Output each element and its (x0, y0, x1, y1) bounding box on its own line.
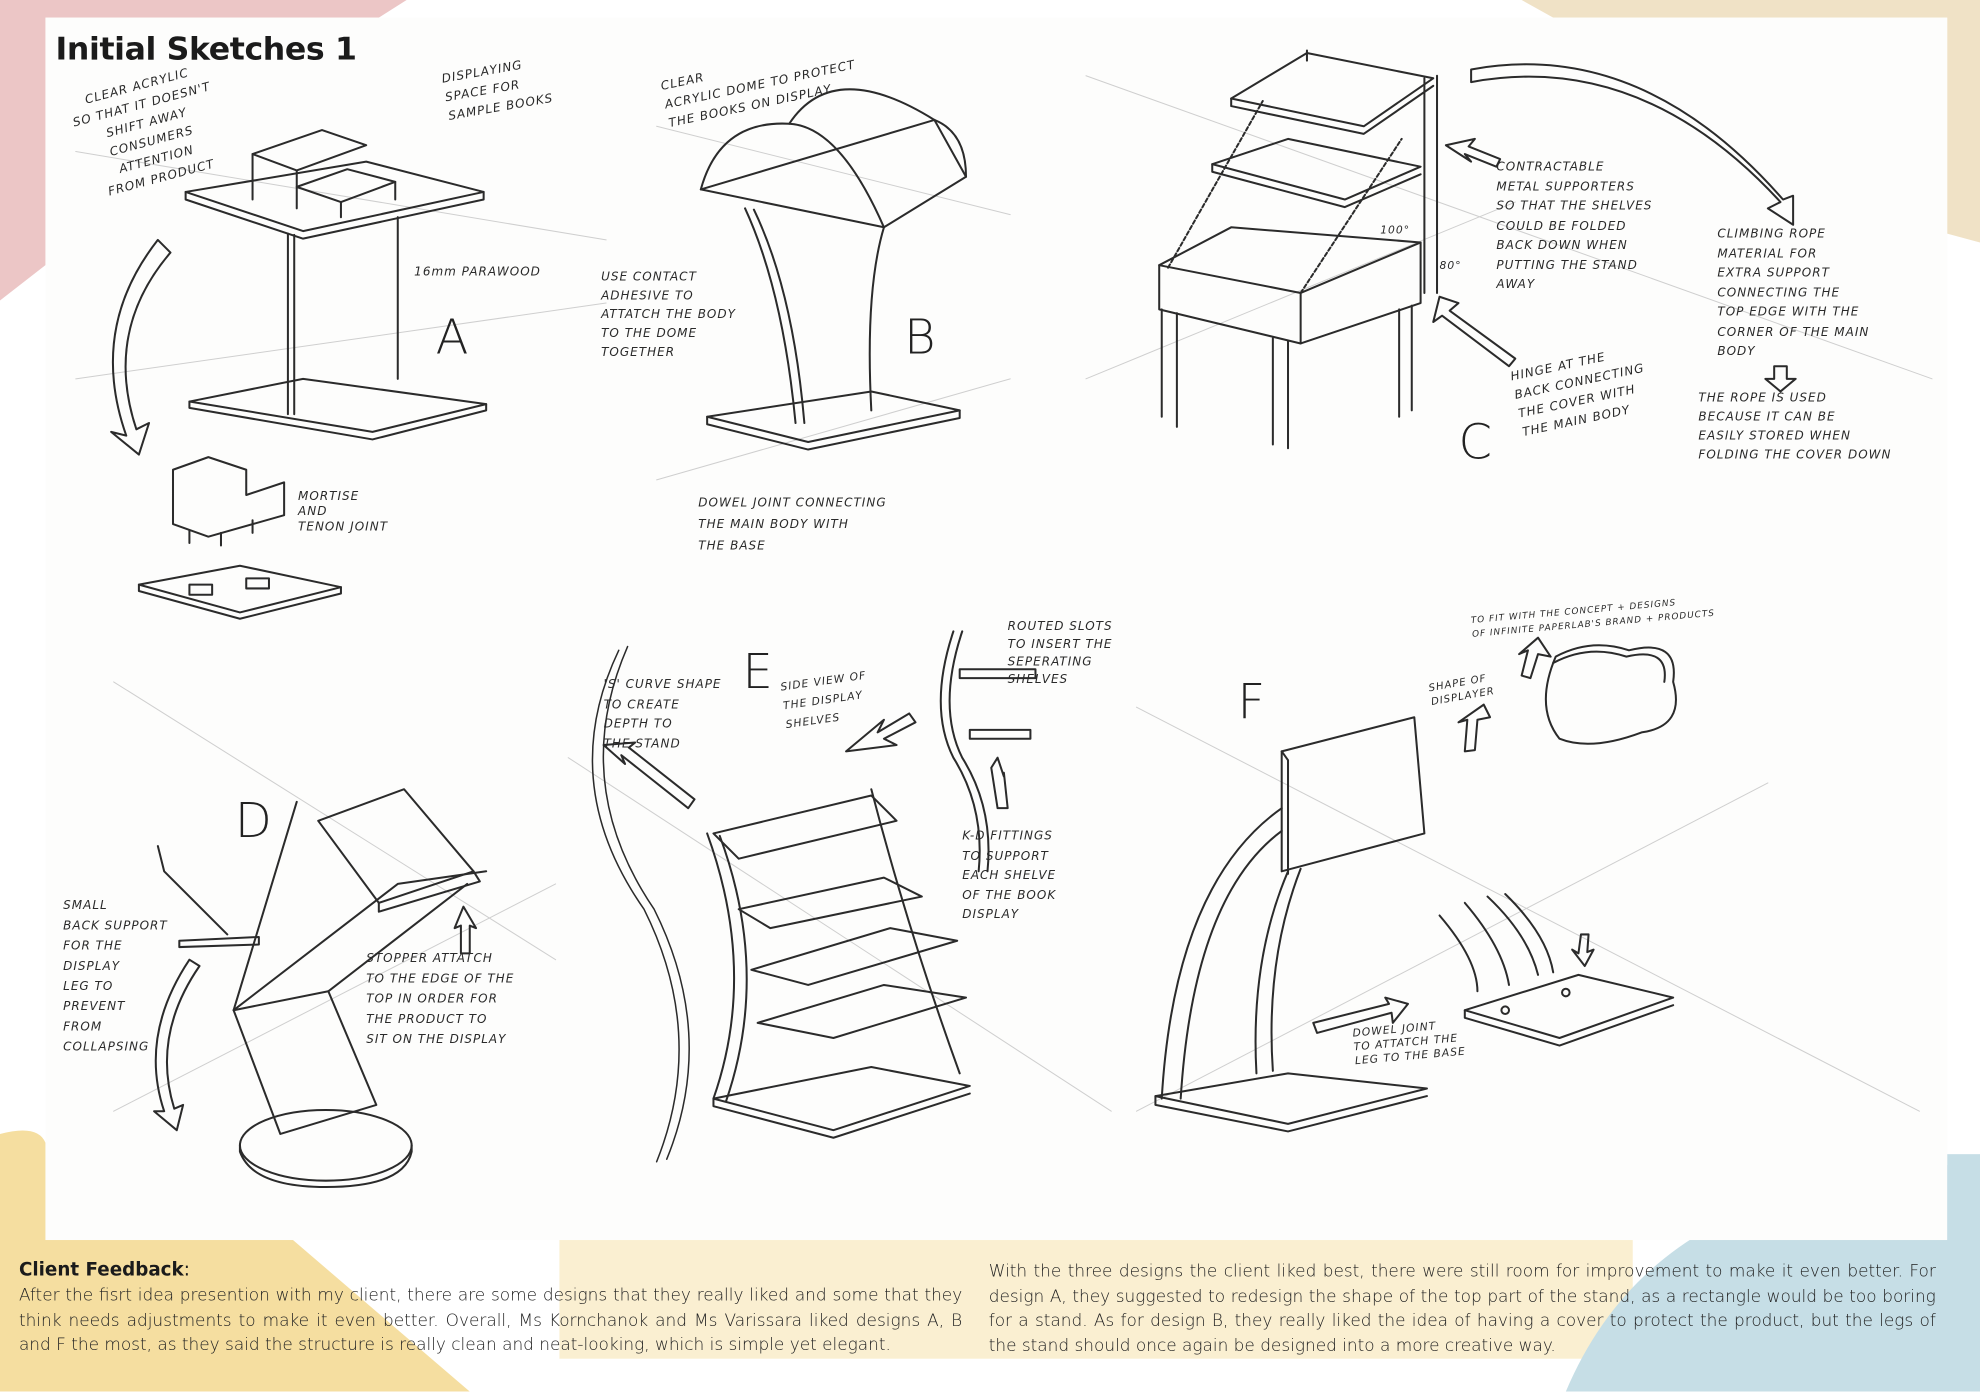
annotation-parawood: 16mm PARAWOOD (414, 265, 541, 280)
annotation-stopper: STOPPER ATTATCH TO THE EDGE OF THE TOP I… (366, 952, 515, 1047)
feedback-paragraph-right: With the three designs the client liked … (988, 1262, 1936, 1356)
sketch-design-f (1154, 636, 1677, 1133)
design-label-b: B (904, 309, 936, 365)
sketch-design-a (110, 129, 488, 620)
yellow-corner-shape (0, 1130, 470, 1392)
design-label-f: F (1237, 674, 1266, 730)
annotation-contact-adhesive: USE CONTACT ADHESIVE TO ATTATCH THE BODY… (601, 270, 736, 360)
feedback-paragraph-left: After the fisrt idea presention with my … (18, 1286, 963, 1356)
annotation-metal-supporters: CONTRACTABLE METAL SUPPORTERS SO THAT TH… (1496, 160, 1653, 292)
sketch-design-e (591, 630, 1037, 1163)
design-label-c: C (1458, 414, 1493, 470)
feedback-heading-colon: : (183, 1260, 190, 1281)
annotation-s-curve: 'S' CURVE SHAPE TO CREATE DEPTH TO THE S… (603, 678, 722, 751)
feedback-heading: Client Feedback: (19, 1260, 190, 1280)
annotation-rope-reason: THE ROPE IS USED BECAUSE IT CAN BE EASIL… (1698, 391, 1892, 463)
sketch-design-c (1158, 49, 1797, 450)
annotation-mortise-tenon: MORTISE AND TENON JOINT (298, 489, 389, 535)
annotation-climbing-rope: CLIMBING ROPE MATERIAL FOR EXTRA SUPPORT… (1717, 227, 1870, 359)
construction-lines (75, 75, 1933, 1112)
design-label-e: E (742, 644, 773, 700)
design-label-a: A (435, 309, 469, 365)
annotation-kd-fittings: K-D FITTINGS TO SUPPORT EACH SHELVE OF T… (962, 829, 1057, 922)
annotation-back-support: SMALL BACK SUPPORT FOR THE DISPLAY LEG T… (63, 899, 168, 1055)
light-yellow-band (559, 1240, 1633, 1359)
annotation-angle-80: 80° (1439, 260, 1462, 273)
annotation-dowel-joint-b: DOWEL JOINT CONNECTING THE MAIN BODY WIT… (698, 496, 887, 554)
annotation-routed-slots: ROUTED SLOTS TO INSERT THE SEPERATING SH… (1007, 620, 1113, 687)
annotation-side-view: SIDE VIEW OF THE DISPLAY SHELVES (779, 669, 868, 732)
page-title: Initial Sketches 1 (55, 30, 357, 67)
pink-corner-shape (0, 0, 407, 301)
sketch-design-d (153, 788, 488, 1189)
design-label-d: D (234, 793, 272, 849)
feedback-heading-text: Client Feedback (18, 1260, 184, 1281)
sketch-design-b (699, 88, 968, 451)
annotation-angle-100: 100° (1380, 224, 1411, 238)
